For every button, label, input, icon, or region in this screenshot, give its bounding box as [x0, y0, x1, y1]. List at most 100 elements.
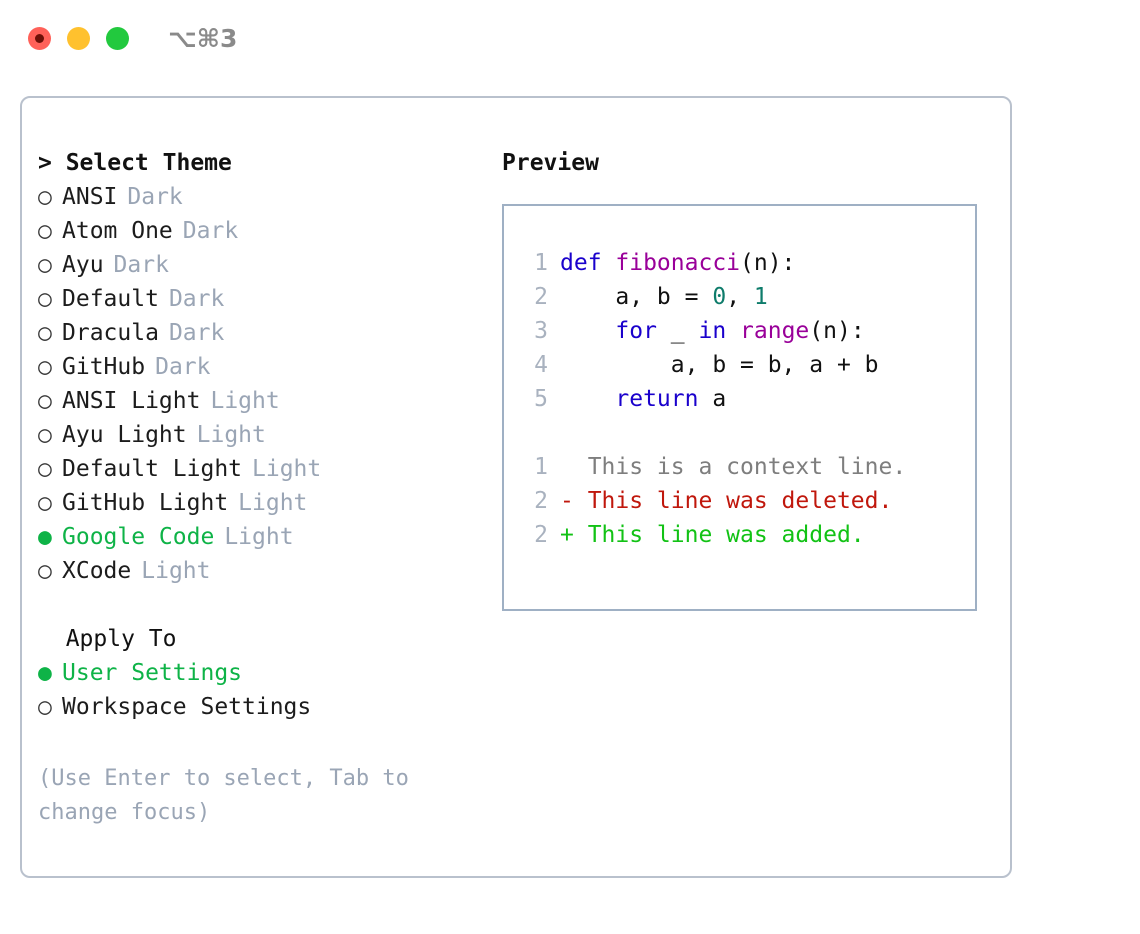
code-text: a, b = b, a + b [560, 348, 879, 382]
line-number: 2 [534, 284, 548, 310]
theme-variant-tag: Light [238, 490, 308, 516]
theme-option-ayu-light[interactable]: ○ Ayu Light Light [38, 418, 488, 452]
radio-unselected-icon: ○ [38, 558, 52, 584]
radio-unselected-icon: ○ [38, 422, 52, 448]
theme-variant-tag: Light [141, 558, 211, 584]
theme-option-xcode[interactable]: ○ XCode Light [38, 554, 488, 588]
radio-unselected-icon: ○ [38, 286, 52, 312]
code-line: 5 return a [518, 382, 967, 416]
theme-name: ANSI Light [62, 388, 201, 414]
code-token: for [615, 318, 657, 344]
code-token: (n): [740, 250, 796, 276]
preview-column: Preview [502, 146, 992, 180]
theme-name: ANSI [62, 184, 118, 210]
diff-sample: 1 This is a context line. 2 - This line wa… [518, 450, 967, 552]
close-window-button[interactable] [28, 27, 51, 50]
maximize-window-button[interactable] [106, 27, 129, 50]
line-number: 2 [534, 488, 548, 514]
code-text: def fibonacci(n): [560, 246, 795, 280]
code-text: a, b = 0, 1 [560, 280, 768, 314]
diff-line: 1 This is a context line. [518, 450, 967, 484]
diff-line: 2+ This line was added. [518, 518, 967, 552]
theme-option-default[interactable]: ○ Default Dark [38, 282, 488, 316]
code-token: range [740, 318, 810, 344]
code-text: return a [560, 382, 726, 416]
line-number: 4 [534, 352, 548, 378]
code-token: in [698, 318, 727, 344]
code-token: fibonacci [615, 250, 741, 276]
theme-variant-tag: Dark [127, 184, 183, 210]
list-spacer [38, 588, 488, 622]
apply-to-option-workspace-settings[interactable]: ○ Workspace Settings [38, 690, 488, 724]
theme-variant-tag: Light [210, 388, 280, 414]
theme-name: Ayu Light [62, 422, 187, 448]
code-token [560, 318, 615, 344]
theme-option-default-light[interactable]: ○ Default Light Light [38, 452, 488, 486]
code-text: for _ in range(n): [560, 314, 865, 348]
theme-variant-tag: Light [252, 456, 322, 482]
minimize-window-button[interactable] [67, 27, 90, 50]
theme-variant-tag: Light [224, 524, 294, 550]
preview-heading: Preview [502, 150, 599, 176]
theme-name: GitHub Light [62, 490, 229, 516]
diff-text: + This line was added. [560, 522, 865, 548]
radio-unselected-icon: ○ [38, 456, 52, 482]
apply-to-name: Workspace Settings [62, 694, 312, 720]
radio-selected-icon: ● [38, 524, 52, 550]
apply-to-heading: Apply To [38, 626, 177, 652]
radio-selected-icon: ● [38, 660, 52, 686]
code-line: 2 a, b = 0, 1 [518, 280, 967, 314]
apply-to-option-user-settings[interactable]: ● User Settings [38, 656, 488, 690]
theme-option-github-light[interactable]: ○ GitHub Light Light [38, 486, 488, 520]
theme-option-dracula[interactable]: ○ Dracula Dark [38, 316, 488, 350]
apply-to-name: User Settings [62, 660, 243, 686]
code-token: (n): [809, 318, 865, 344]
code-token: 1 [753, 284, 768, 310]
theme-option-ayu[interactable]: ○ Ayu Dark [38, 248, 488, 282]
code-token: a, b = b, a + b [560, 352, 879, 378]
theme-name: Atom One [62, 218, 173, 244]
theme-variant-tag: Dark [168, 320, 225, 346]
theme-variant-tag: Dark [168, 286, 225, 312]
keyboard-hint-text: (Use Enter to select, Tab to change focu… [38, 766, 409, 825]
theme-option-google-code[interactable]: ● Google Code Light [38, 520, 488, 554]
code-line: 4 a, b = b, a + b [518, 348, 967, 382]
theme-name: Default [62, 286, 159, 312]
radio-unselected-icon: ○ [38, 354, 52, 380]
line-number: 5 [534, 386, 548, 412]
theme-name: Ayu [62, 252, 104, 278]
theme-variant-tag: Dark [155, 354, 211, 380]
theme-name: Google Code [62, 524, 215, 550]
code-token [726, 318, 740, 344]
code-token: , [726, 284, 754, 310]
theme-name: Dracula [62, 320, 159, 346]
radio-unselected-icon: ○ [38, 320, 52, 346]
code-token [560, 386, 615, 412]
select-theme-heading: > Select Theme [38, 150, 232, 176]
radio-unselected-icon: ○ [38, 490, 52, 516]
code-token: return [615, 386, 699, 412]
theme-name: Default Light [62, 456, 243, 482]
apply-to-list[interactable]: ● User Settings ○ Workspace Settings [38, 656, 488, 724]
theme-variant-tag: Dark [113, 252, 169, 278]
theme-variant-tag: Dark [182, 218, 239, 244]
theme-name: XCode [62, 558, 132, 584]
code-token: _ [656, 318, 699, 344]
radio-unselected-icon: ○ [38, 694, 52, 720]
theme-variant-tag: Light [196, 422, 266, 448]
line-number: 3 [534, 318, 548, 344]
code-token: def [560, 250, 616, 276]
keyboard-shortcut-label: ⌥⌘3 [168, 24, 238, 53]
diff-text: - This line was deleted. [560, 488, 893, 514]
line-number: 1 [534, 454, 548, 480]
radio-unselected-icon: ○ [38, 252, 52, 278]
